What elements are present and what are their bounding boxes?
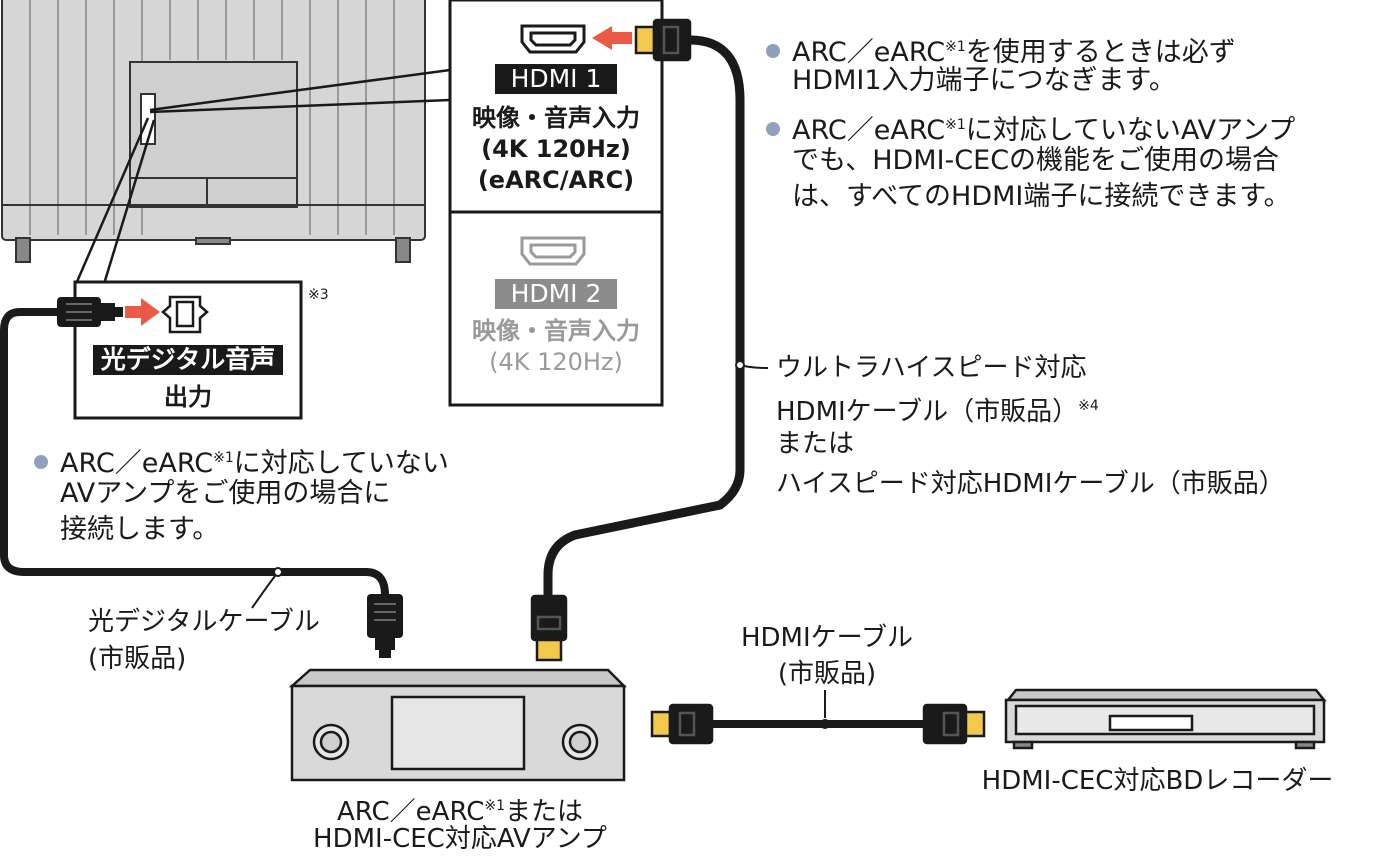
hdmi-long-label-2: HDMIケーブル（市販品）※4 [776,397,1099,427]
bd-recorder-icon [1004,688,1327,750]
hdmi2-line-1: 映像・音声入力 [472,317,640,345]
note-left-line3: 接続します。 [60,514,220,545]
note-right-1: ARC／eARC※1を使用するときは必ず [766,30,1236,70]
hdmi-plug-icon [650,703,714,745]
arrow-icon [592,26,632,50]
hdmi-long-label-3: または [776,429,855,459]
hdmi1-line-1: 映像・音声入力 [472,104,640,132]
av-amplifier-icon [288,668,628,782]
hdmi2-tag-wrap: HDMI 2 [450,279,662,309]
hdmi1-tag: HDMI 1 [494,64,618,94]
optical-tag-wrap: 光デジタル音声 [75,345,301,375]
hdmi-short-label-2: (市販品) [777,659,877,689]
note-right-1-line2: HDMI1入力端子につなぎます。 [792,65,1176,96]
hdmi1-line-3: (eARC/ARC) [477,166,635,194]
hdmi-long-label-4: ハイスピード対応HDMIケーブル（市販品） [776,469,1285,499]
optical-plug-icon [367,594,403,658]
bullet-icon [766,122,780,136]
hdmi2-tag: HDMI 2 [494,279,618,309]
amp-caption: ARC／eARC※1または [336,797,584,827]
optical-ref-mark: ※3 [308,287,329,303]
amp-caption-line2: HDMI-CEC対応AVアンプ [313,824,607,854]
optical-plug-icon [57,297,123,327]
hdmi-port-icon [520,24,586,54]
recorder-caption: HDMI-CEC対応BDレコーダー [981,766,1334,796]
optical-tag: 光デジタル音声 [92,345,284,375]
optical-cable-label-2: (市販品) [88,644,187,674]
optical-cable [0,308,389,596]
hdmi1-tag-wrap: HDMI 1 [450,64,662,94]
hdmi-short-label-1: HDMIケーブル [740,623,914,653]
hdmi-port-icon [520,236,586,266]
hdmi-plug-icon [634,18,692,62]
hdmi-cable-long [543,35,745,600]
hdmi-plug-icon [922,703,986,745]
arrow-icon [125,298,160,326]
tv-rear-icon [1,0,426,263]
hdmi-long-label-1: ウルトラハイスピード対応 [776,353,1087,383]
hdmi-plug-icon [530,594,568,662]
optical-cable-label-1: 光デジタルケーブル [88,607,320,637]
note-left: ARC／eARC※1に対応していない [34,441,449,481]
callout-lines [74,68,451,285]
bullet-icon [34,455,48,469]
note-right-2-line2: でも、HDMI-CECの機能をご使用の場合 [792,145,1280,176]
bullet-icon [766,44,780,58]
optical-sub: 出力 [164,383,212,411]
hdmi1-line-2: (4K 120Hz) [481,135,631,163]
note-left-line2: AVアンプをご使用の場合に [60,478,391,509]
optical-port-icon [161,295,209,334]
note-right-2-line3: は、すべてのHDMI端子に接続できます。 [792,181,1291,212]
hdmi2-line-2: (4K 120Hz) [489,348,623,376]
note-right-2: ARC／eARC※1に対応していないAVアンプ [766,108,1295,148]
